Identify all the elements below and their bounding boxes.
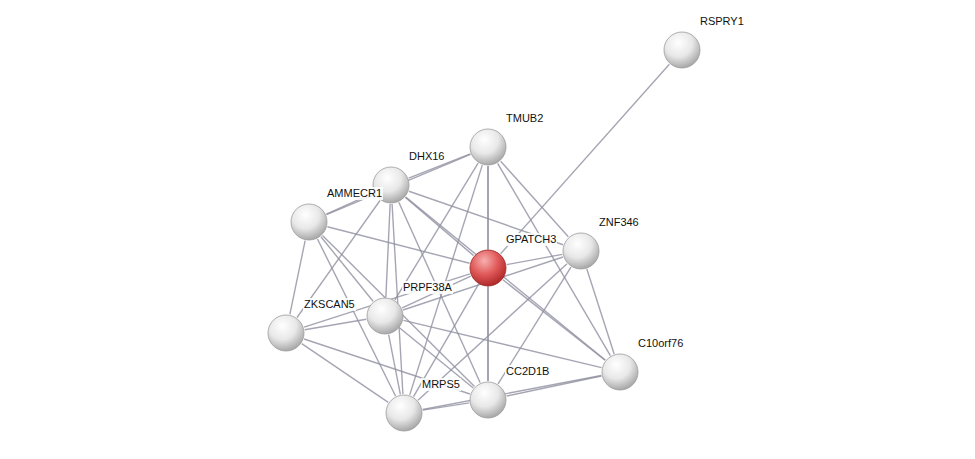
node-label: C10orf76 [637,337,684,350]
interaction-line [399,202,480,382]
node-sphere [290,203,328,241]
node-sphere [663,31,701,69]
interaction-line [386,204,390,297]
node-label: TMUB2 [505,112,544,125]
protein-node: ZKSCAN5 [267,314,305,352]
protein-node: TMUB2 [469,128,507,166]
protein-node: AMMECR1 [290,203,328,241]
interaction-line [406,197,606,360]
interaction-line [304,339,470,394]
interaction-line [410,165,483,395]
node-label: AMMECR1 [326,187,383,200]
protein-node: PRPF38A [366,297,404,335]
node-sphere [469,249,507,287]
interaction-line [392,204,403,394]
protein-node: MRPS5 [385,394,423,432]
interaction-line [501,64,670,254]
node-label: CC2D1B [505,365,550,378]
protein-node: RSPRY1 [663,31,701,69]
interaction-line [423,403,469,410]
node-sphere [562,232,600,270]
interaction-line [321,237,373,301]
node-label: RSPRY1 [699,15,745,28]
node-sphere [469,128,507,166]
node-label: PRPF38A [402,281,453,294]
node-label: MRPS5 [421,378,461,391]
node-label: ZNF346 [598,216,640,229]
node-label: ZKSCAN5 [303,298,356,311]
interaction-line [498,267,571,384]
interaction-line [305,319,367,330]
protein-node: CC2D1B [469,381,507,419]
node-sphere [601,353,639,391]
node-label: DHX16 [408,150,445,163]
node-sphere [366,297,404,335]
node-label: GPATCH3 [505,233,557,246]
node-sphere [385,394,423,432]
interaction-line [507,376,602,396]
protein-node: C10orf76 [601,353,639,391]
interaction-line [322,235,474,386]
interaction-line [403,320,601,367]
node-sphere [267,314,305,352]
interaction-line [402,276,471,308]
interaction-line [414,284,479,396]
protein-node: GPATCH3 [469,249,507,287]
protein-node: ZNF346 [562,232,600,270]
interaction-line [389,335,401,395]
node-sphere [469,381,507,419]
interaction-line [587,269,614,354]
